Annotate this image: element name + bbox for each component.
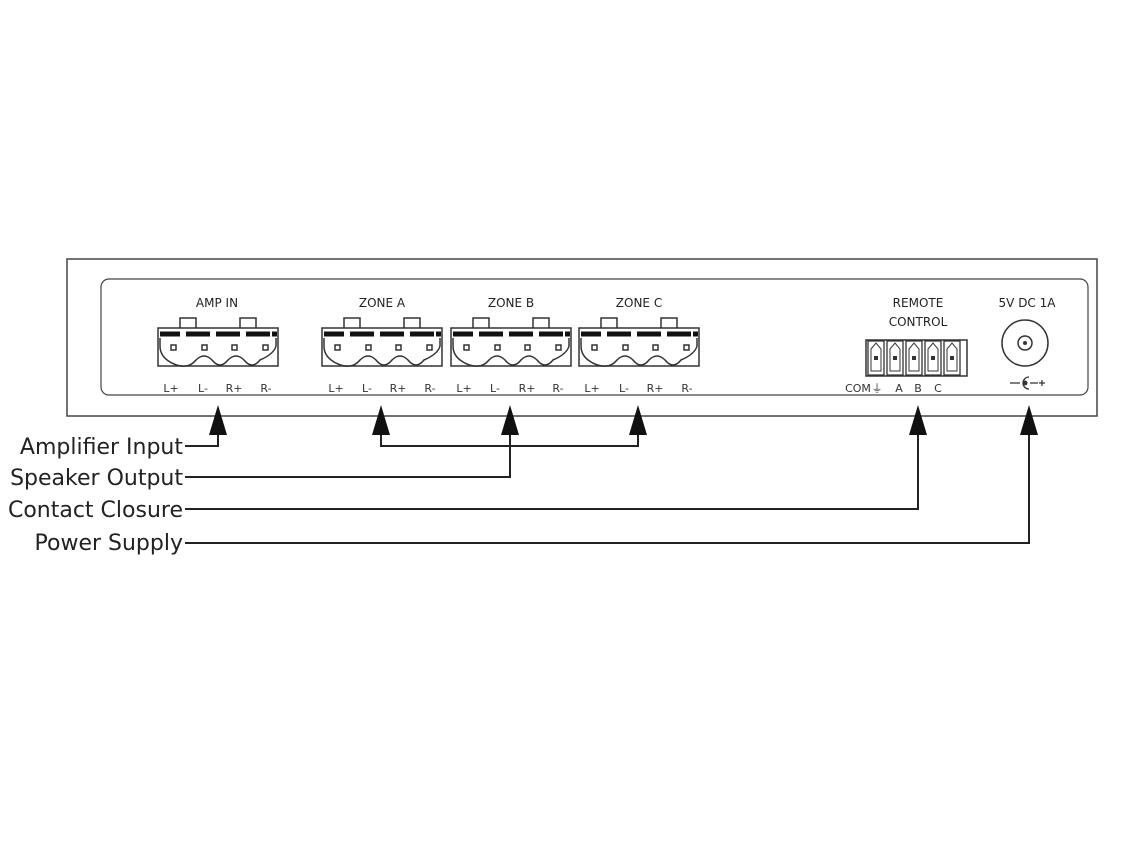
zone-b-connector: ZONE B L+ L- R+ R- [451, 296, 571, 395]
callout-contact-closure: Contact Closure [8, 498, 183, 523]
pin-label: L+ [163, 382, 178, 395]
remote-label: REMOTE [893, 296, 944, 310]
pin-label: R- [552, 382, 563, 395]
callout-amplifier-input: Amplifier Input [20, 435, 183, 460]
arrow-up-icon [501, 405, 519, 435]
control-label: CONTROL [889, 315, 948, 329]
arrow-up-icon [372, 405, 390, 435]
pin-label: L- [362, 382, 372, 395]
pin-label: L- [490, 382, 500, 395]
arrow-up-icon [629, 405, 647, 435]
callout-speaker-output: Speaker Output [10, 466, 183, 491]
power-jack: 5V DC 1A [999, 296, 1057, 390]
pin-label: COM [845, 382, 871, 395]
pin-label: R+ [390, 382, 407, 395]
ground-symbol-icon: ⏚ [872, 382, 883, 395]
zone-c-connector: ZONE C L+ L- R+ R- [579, 296, 699, 395]
polarity-icon [1010, 376, 1045, 390]
amp-in-label: AMP IN [196, 296, 238, 310]
arrow-up-icon [209, 405, 227, 435]
remote-control-connector: REMOTE CONTROL COM ⏚ A B C [845, 296, 968, 395]
callout-lines [185, 420, 1030, 544]
pin-label: B [914, 382, 922, 395]
pin-label: L- [619, 382, 629, 395]
amp-in-connector: AMP IN L+ L- R+ R- [158, 296, 278, 395]
pin-label: R+ [519, 382, 536, 395]
arrowheads [209, 405, 1038, 435]
zone-b-label: ZONE B [488, 296, 534, 310]
arrow-up-icon [1020, 405, 1038, 435]
pin-label: L+ [328, 382, 343, 395]
callout-power-supply: Power Supply [35, 531, 183, 556]
power-label: 5V DC 1A [999, 296, 1057, 310]
pin-label: C [934, 382, 942, 395]
pin-label: R- [424, 382, 435, 395]
arrow-up-icon [909, 405, 927, 435]
pin-label: L+ [456, 382, 471, 395]
pin-label: L+ [584, 382, 599, 395]
pin-label: L- [198, 382, 208, 395]
zone-a-connector: ZONE A L+ L- R+ R- [322, 296, 442, 395]
pin-label: R+ [226, 382, 243, 395]
zone-a-label: ZONE A [359, 296, 406, 310]
pin-label: R- [260, 382, 271, 395]
pin-label: A [895, 382, 903, 395]
pin-label: R- [681, 382, 692, 395]
pin-label: R+ [647, 382, 664, 395]
zone-c-label: ZONE C [616, 296, 662, 310]
